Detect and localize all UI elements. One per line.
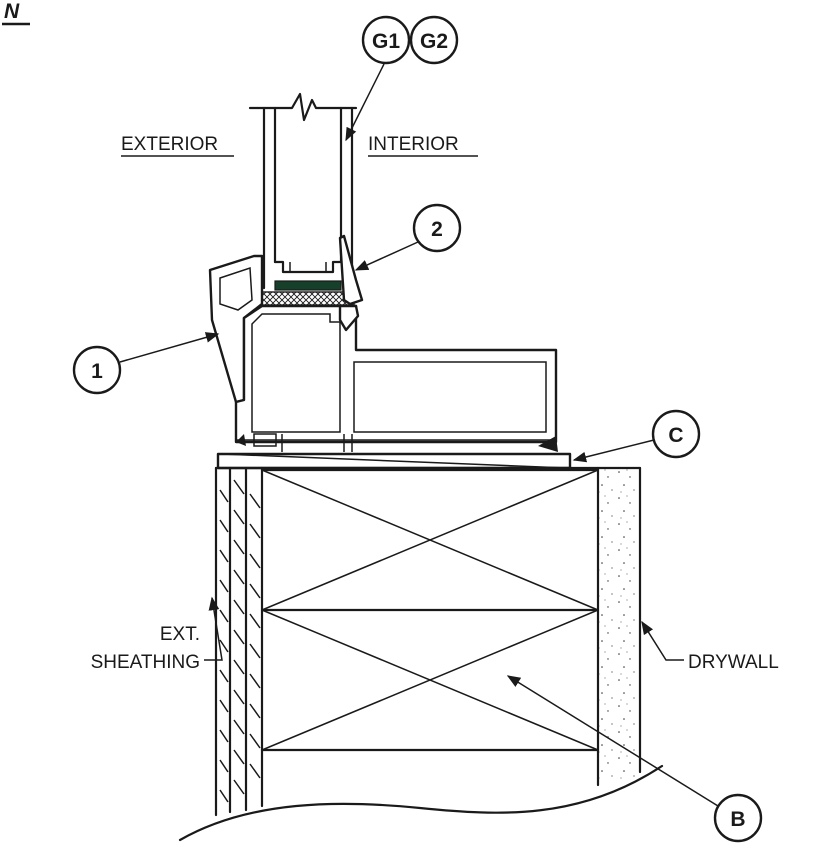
glass-break-line (248, 92, 358, 122)
drywall-leader (641, 620, 684, 661)
svg-text:1: 1 (91, 360, 103, 383)
sheathing-leader (204, 596, 223, 661)
callout-b: B (713, 793, 763, 843)
svg-text:G2: G2 (420, 30, 448, 53)
exterior-label: EXTERIOR (121, 134, 218, 155)
svg-text:B: B (730, 808, 745, 831)
secondary-seal (274, 280, 342, 291)
interior-label: INTERIOR (368, 134, 459, 155)
sill-shim (216, 452, 572, 470)
corner-letter: N (4, 0, 20, 23)
callout-2: 2 (412, 203, 462, 253)
drywall-label: DRYWALL (688, 652, 779, 673)
vinyl-sill-frame (208, 234, 558, 452)
g-leader (345, 63, 385, 142)
callout-1: 1 (72, 345, 122, 395)
sheathing-label-line1: EXT. (160, 624, 200, 645)
callout-c-leader (572, 439, 655, 463)
callout-g2: G2 (409, 15, 459, 65)
svg-text:2: 2 (431, 218, 443, 241)
glazing-tape (261, 291, 355, 306)
callout-2-leader (354, 241, 419, 271)
callout-g1: G1 (361, 15, 411, 65)
sheathing-hatch (219, 479, 261, 803)
callout-1-leader (119, 332, 220, 363)
glass-unit (248, 92, 358, 306)
svg-text:C: C (668, 424, 683, 447)
wall-section (178, 466, 664, 842)
section-break-line (178, 764, 664, 842)
sheathing-label-line2: SHEATHING (91, 652, 200, 673)
callout-c: C (651, 409, 701, 459)
callout-b-leader (506, 675, 719, 807)
svg-text:G1: G1 (372, 30, 400, 53)
